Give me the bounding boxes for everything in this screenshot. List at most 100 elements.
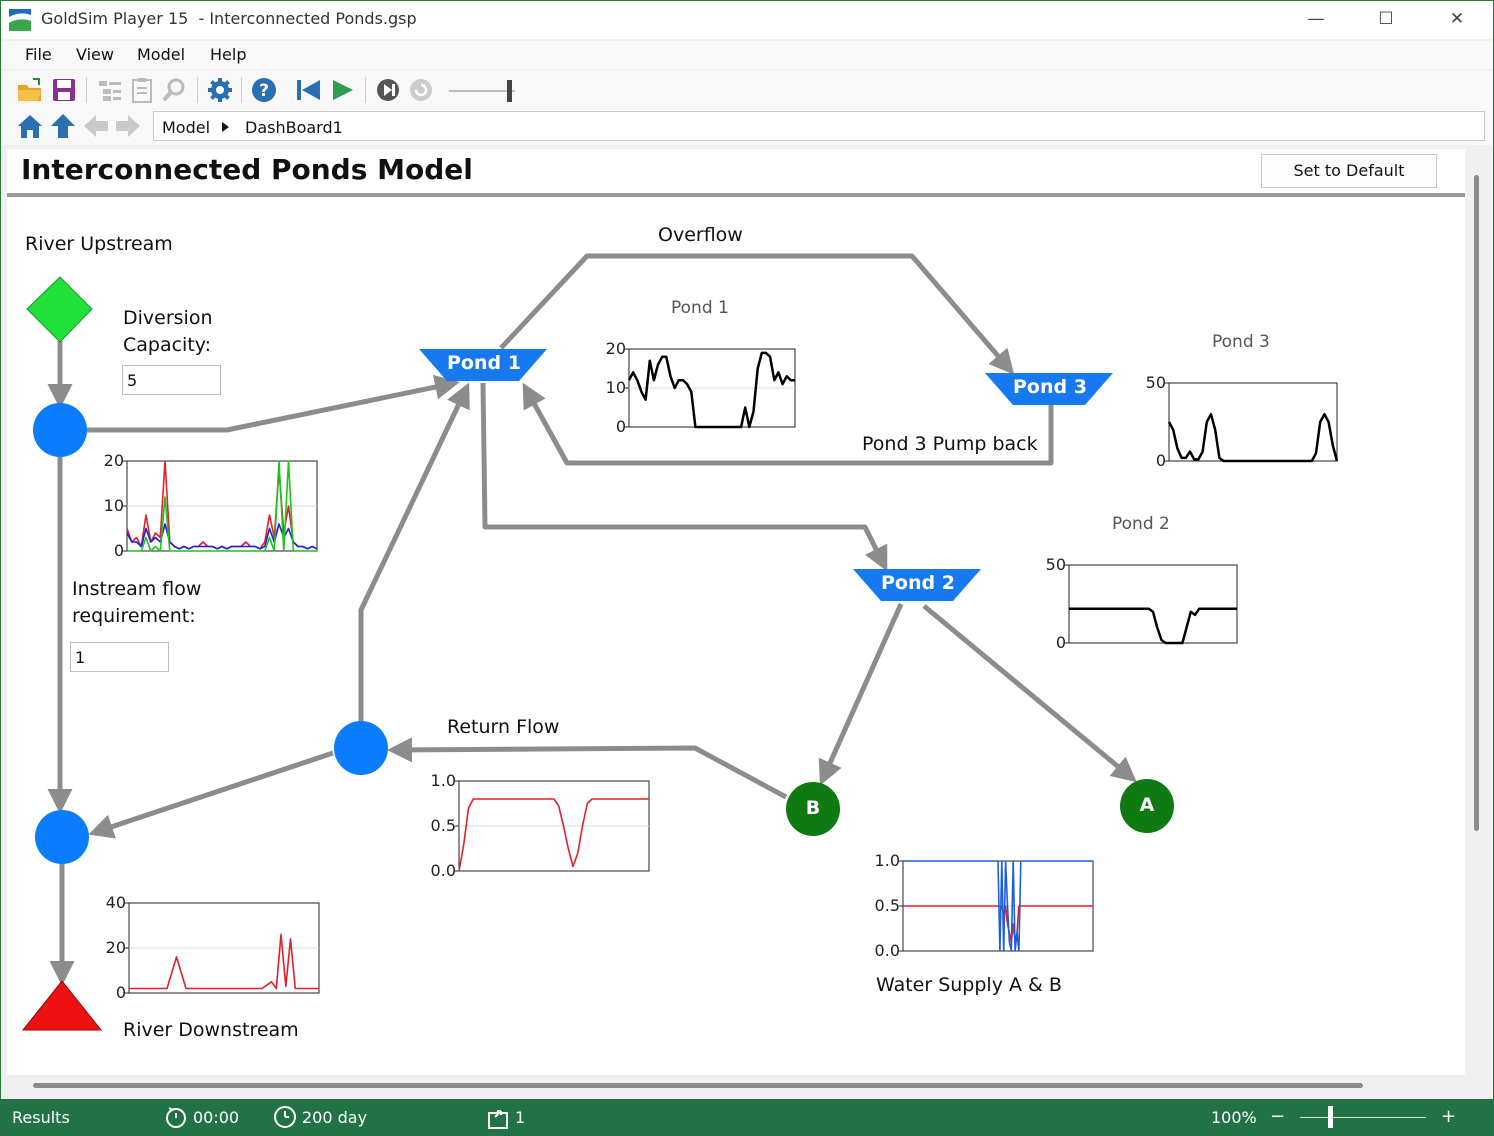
y-tick-label: 0 xyxy=(1156,451,1166,469)
minimize-button[interactable]: — xyxy=(1307,9,1325,29)
return-flow-label: Return Flow xyxy=(447,716,560,738)
flow-pond1-to-pond2 xyxy=(480,382,888,572)
horizontal-scroll-thumb[interactable] xyxy=(33,1083,1363,1088)
open-folder-icon[interactable] xyxy=(15,75,45,105)
y-tick-label: 0.5 xyxy=(875,896,900,915)
instream-flow-label-line1: Instream flow xyxy=(72,578,202,600)
navigation-bar: Model DashBoard1 xyxy=(1,109,1493,145)
breadcrumb-separator-icon xyxy=(222,122,229,132)
series-line-1 xyxy=(903,860,1093,952)
diversion-split-node xyxy=(33,403,87,457)
diversion-flow-chart: 0 10 20 xyxy=(104,453,318,559)
save-icon[interactable] xyxy=(49,75,79,105)
zoom-slider-track[interactable] xyxy=(1300,1117,1426,1118)
demand-b-label: B xyxy=(805,797,821,819)
window-title: GoldSim Player 15 - Interconnected Ponds… xyxy=(41,9,417,28)
speed-slider-thumb[interactable] xyxy=(507,80,512,102)
breadcrumb: Model DashBoard1 xyxy=(153,111,1485,141)
set-to-default-button[interactable]: Set to Default xyxy=(1261,154,1437,188)
pond3-label: Pond 3 xyxy=(1013,376,1087,398)
rewind-icon[interactable] xyxy=(293,75,323,105)
outline-icon[interactable] xyxy=(95,75,125,105)
breadcrumb-model[interactable]: Model xyxy=(162,118,211,137)
pond1-volume-chart: 0 10 20 xyxy=(606,341,796,435)
flow-b-to-return xyxy=(387,737,788,800)
series-line-0 xyxy=(627,351,795,429)
series-line-2 xyxy=(127,460,317,552)
status-realization: 1 xyxy=(515,1108,526,1127)
diversion-capacity-label-line1: Diversion xyxy=(123,307,213,329)
horizontal-scrollbar[interactable] xyxy=(1,1075,1493,1099)
y-tick-label: 0 xyxy=(116,983,126,1001)
y-tick-label: 10 xyxy=(606,378,626,397)
water-supply-label: Water Supply A & B xyxy=(876,974,1062,996)
zoom-slider-thumb[interactable] xyxy=(1328,1106,1333,1128)
dashboard-canvas: Interconnected Ponds Model Set to Defaul… xyxy=(7,149,1465,1075)
menu-help[interactable]: Help xyxy=(210,45,247,64)
pump-back-label: Pond 3 Pump back xyxy=(862,433,1038,455)
vertical-scrollbar[interactable] xyxy=(1465,149,1493,1075)
river-upstream-label: River Upstream xyxy=(25,233,173,255)
speed-slider-track[interactable] xyxy=(449,90,515,92)
river-downstream-label: River Downstream xyxy=(123,1019,299,1041)
page-title: Interconnected Ponds Model xyxy=(21,153,473,186)
title-divider xyxy=(7,193,1465,197)
gear-icon[interactable] xyxy=(205,75,235,105)
downstream-flow-chart: 0 20 40 xyxy=(106,895,320,1001)
return-flow-chart: 0.00.51.0 xyxy=(431,773,650,879)
series-line-0 xyxy=(1069,607,1237,645)
series-line-0 xyxy=(1167,412,1339,463)
status-duration: 200 day xyxy=(302,1108,368,1127)
vertical-scroll-thumb[interactable] xyxy=(1474,175,1479,831)
clipboard-icon[interactable] xyxy=(127,75,157,105)
close-button[interactable]: ✕ xyxy=(1449,9,1465,29)
overflow-label: Overflow xyxy=(658,224,743,246)
y-tick-label: 40 xyxy=(106,895,126,912)
y-tick-label: 20 xyxy=(606,341,626,358)
diversion-capacity-input[interactable] xyxy=(122,365,221,395)
help-icon[interactable]: ? xyxy=(249,75,279,105)
y-tick-label: 50 xyxy=(1146,375,1166,392)
flow-split-to-pond1 xyxy=(87,374,460,433)
menu-view[interactable]: View xyxy=(76,45,114,64)
flow-return-to-junction xyxy=(88,750,334,839)
plot-frame xyxy=(1168,382,1338,462)
flow-pond2-to-a xyxy=(922,604,1137,783)
status-zoom-level: 100% xyxy=(1211,1108,1257,1127)
y-tick-label: 20 xyxy=(106,938,126,957)
forward-arrow-icon[interactable] xyxy=(113,111,143,141)
y-tick-label: 10 xyxy=(104,496,124,515)
pond3-volume-chart: 0 50 xyxy=(1146,375,1339,469)
up-arrow-icon[interactable] xyxy=(48,111,78,141)
instream-flow-label-line2: requirement: xyxy=(72,605,196,627)
back-arrow-icon[interactable] xyxy=(81,111,111,141)
flow-diagram xyxy=(21,253,1174,1031)
y-tick-label: 0.5 xyxy=(431,816,456,835)
y-tick-label: 0.0 xyxy=(431,861,456,879)
search-icon[interactable] xyxy=(159,75,189,105)
step-icon[interactable] xyxy=(373,75,403,105)
diversion-capacity-label-line2: Capacity: xyxy=(123,334,212,356)
y-tick-label: 20 xyxy=(104,453,124,470)
menu-model[interactable]: Model xyxy=(137,45,186,64)
y-tick-label: 1.0 xyxy=(875,853,900,870)
pond1-node xyxy=(419,349,547,381)
pond2-node xyxy=(853,569,981,601)
reset-icon[interactable] xyxy=(406,75,436,105)
maximize-button[interactable]: ☐ xyxy=(1378,9,1394,29)
title-bar: GoldSim Player 15 - Interconnected Ponds… xyxy=(1,1,1493,39)
instream-flow-input[interactable] xyxy=(70,642,169,672)
y-tick-label: 0 xyxy=(616,417,626,435)
home-icon[interactable] xyxy=(15,111,45,141)
flow-pond2-to-b xyxy=(818,602,904,786)
series-line-0 xyxy=(458,798,649,872)
run-icon[interactable] xyxy=(327,75,357,105)
toolbar: ? xyxy=(1,71,1493,109)
menu-file[interactable]: File xyxy=(25,45,52,64)
breadcrumb-dashboard[interactable]: DashBoard1 xyxy=(245,118,343,137)
y-tick-label: 50 xyxy=(1046,557,1066,574)
zoom-in-button[interactable]: + xyxy=(1441,1106,1457,1127)
zoom-out-button[interactable]: − xyxy=(1270,1106,1286,1127)
y-tick-label: 0 xyxy=(114,541,124,559)
flow-pump-back xyxy=(522,382,1054,466)
